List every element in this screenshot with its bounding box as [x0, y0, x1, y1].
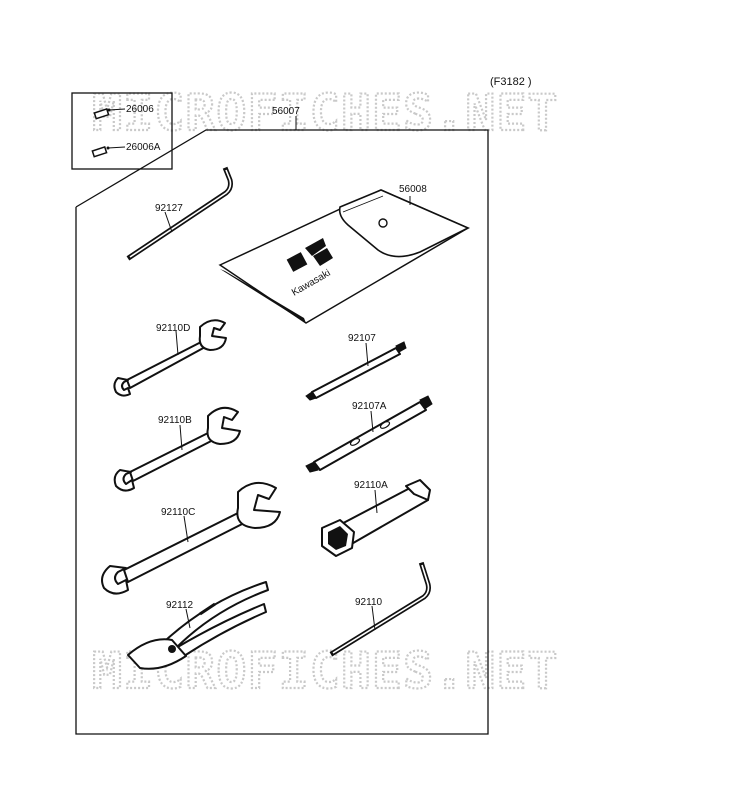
pin-box: 26006 26006A — [71, 92, 173, 170]
label-26006: 26006 — [126, 104, 154, 115]
label-92110c: 92110C — [161, 507, 195, 518]
label-92110a: 92110A — [354, 480, 388, 491]
pin-26006 — [93, 108, 126, 120]
label-56008: 56008 — [399, 184, 427, 195]
label-92107a: 92107A — [352, 401, 387, 412]
label-92110: 92110 — [355, 597, 383, 608]
label-56007: 56007 — [272, 106, 300, 117]
label-92110b: 92110B — [158, 415, 192, 426]
hex-key-92110 — [329, 561, 431, 657]
label-92110d: 92110D — [156, 323, 190, 334]
label-92112: 92112 — [166, 600, 194, 611]
label-92127: 92127 — [155, 203, 183, 214]
wrench-92110c — [101, 481, 281, 595]
wrench-92110d — [113, 319, 227, 397]
spark-plug-wrench-92110a — [321, 479, 431, 557]
pin-26006a — [91, 146, 126, 158]
label-92107: 92107 — [348, 333, 376, 344]
screwdriver-92107 — [305, 341, 407, 401]
wrench-92110b — [113, 406, 241, 492]
label-26006a: 26006A — [126, 142, 161, 153]
toolkit-outline — [75, 116, 489, 735]
screwdriver-92107a — [305, 395, 433, 473]
tool-pouch: Kawasaki — [218, 189, 470, 324]
pliers-92112 — [127, 581, 269, 670]
figure-code: (F3182 ) — [490, 76, 532, 88]
hex-key-92127 — [126, 166, 233, 261]
